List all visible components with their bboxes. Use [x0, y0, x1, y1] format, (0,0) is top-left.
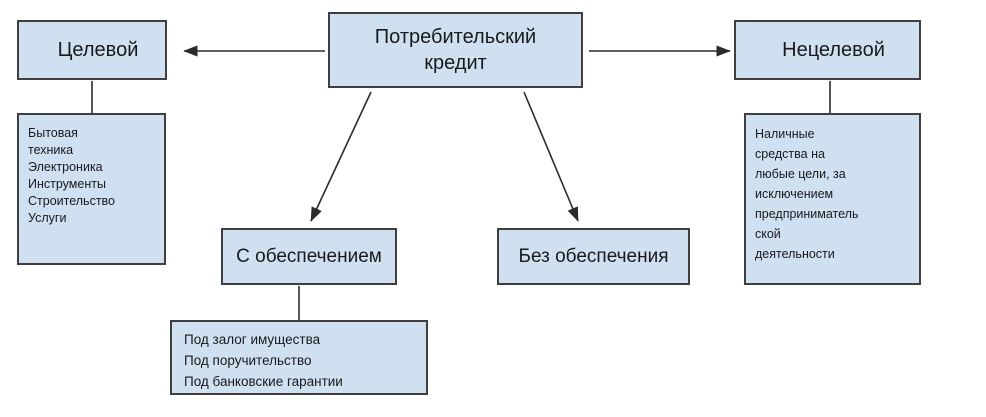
node-secured-items[interactable]: Под залог имущества Под поручительство П… [170, 320, 428, 395]
node-unsecured-label: Без обеспечения [518, 245, 669, 267]
node-target-items-text: Бытовая техника Электроника Инструменты … [19, 115, 173, 227]
node-target-text: Целевой [19, 39, 165, 62]
node-consumer-credit-line-1: Потребительский [374, 26, 537, 48]
node-secured-text: С обеспечением [223, 246, 395, 268]
node-unsecured[interactable]: Без обеспечения [497, 228, 690, 285]
list-item: Под залог имущества [184, 332, 321, 347]
node-consumer-credit-line-2: кредит [424, 52, 487, 74]
node-unsecured-text: Без обеспечения [499, 246, 688, 268]
node-non-target-items[interactable]: Наличные средства на любые цели, за искл… [744, 113, 921, 285]
node-secured-label: С обеспечением [236, 245, 382, 267]
edge-root-to-secured [310, 91, 372, 222]
list-item: Под поручительство [184, 353, 312, 368]
node-non-target-label: Нецелевой [782, 38, 885, 61]
list-item: ской [755, 227, 781, 241]
node-target-items[interactable]: Бытовая техника Электроника Инструменты … [17, 113, 166, 265]
list-item: исключением [755, 187, 834, 201]
list-item: любые цели, за [755, 167, 846, 181]
node-consumer-credit-text: Потребительский кредит [330, 24, 581, 76]
list-item: Инструменты [28, 177, 106, 191]
node-secured[interactable]: С обеспечением [221, 228, 397, 285]
list-item: Электроника [28, 160, 103, 174]
node-target-label: Целевой [57, 38, 139, 61]
edge-root-to-unsecured [523, 91, 579, 222]
list-item: техника [28, 143, 74, 157]
list-item: средства на [755, 147, 825, 161]
node-non-target-text: Нецелевой [736, 39, 919, 62]
list-item: Услуги [28, 211, 67, 225]
node-non-target[interactable]: Нецелевой [734, 20, 921, 80]
list-item: Бытовая [28, 126, 78, 140]
node-consumer-credit[interactable]: Потребительский кредит [328, 12, 583, 88]
list-item: предприниматель [755, 207, 859, 221]
node-non-target-items-text: Наличные средства на любые цели, за искл… [746, 115, 928, 264]
list-item: Под банковские гарантии [184, 374, 343, 389]
node-secured-items-text: Под залог имущества Под поручительство П… [172, 322, 438, 392]
list-item: Наличные [755, 127, 815, 141]
node-target[interactable]: Целевой [17, 20, 167, 80]
list-item: Строительство [28, 194, 115, 208]
list-item: деятельности [755, 247, 835, 261]
